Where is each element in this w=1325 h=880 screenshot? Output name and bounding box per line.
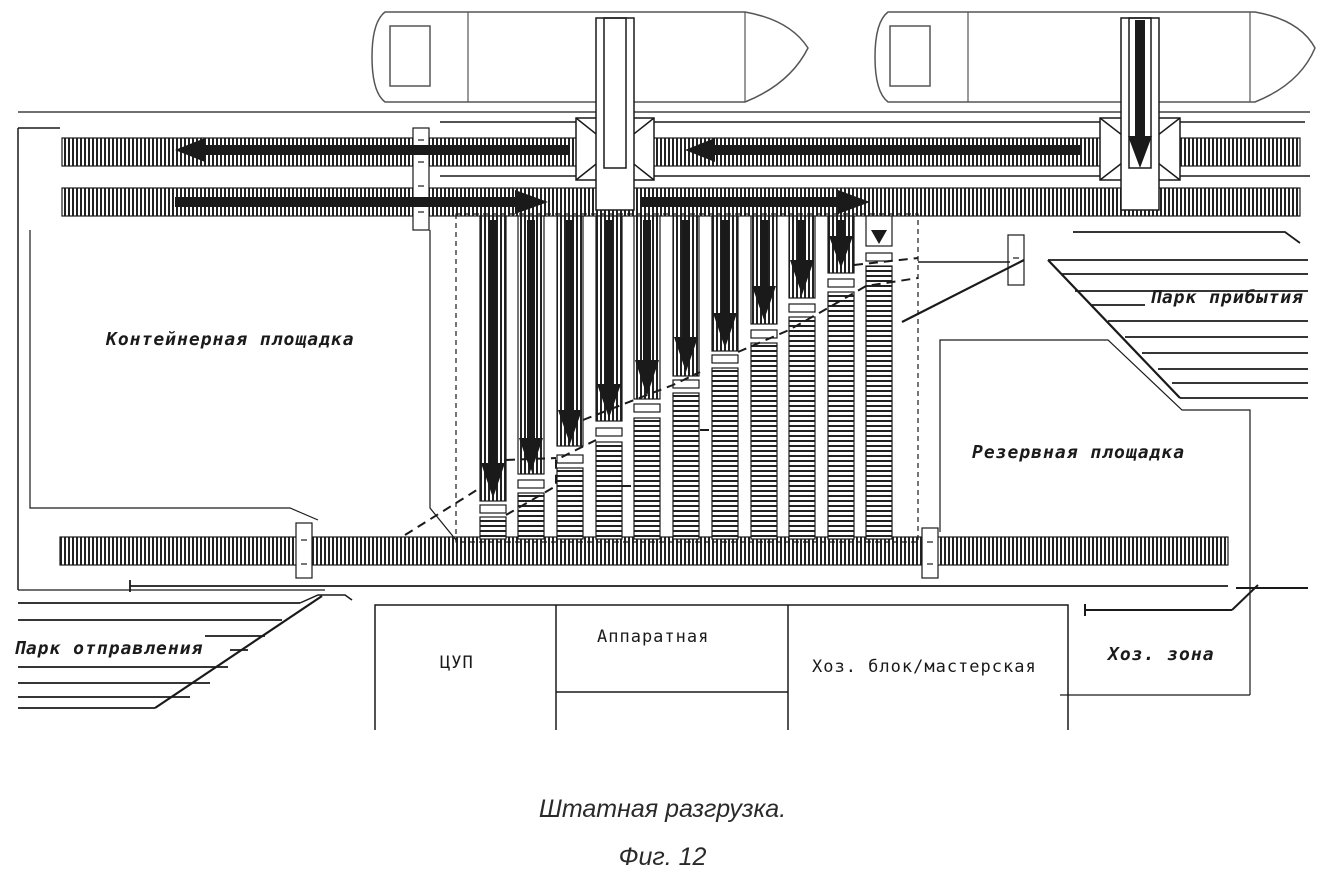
utility-zone-label: Хоз. зона <box>1106 644 1215 665</box>
departure-park-label: Парк отправления <box>14 638 203 659</box>
container-yard <box>405 214 918 542</box>
equipment-room-label: Аппаратная <box>597 627 709 647</box>
quay-flow-arrows <box>175 20 1152 214</box>
control-center-label: ЦУП <box>440 653 474 673</box>
reserve-area <box>940 340 1308 695</box>
ship-left <box>372 12 808 102</box>
figure-number: Фиг. 12 <box>0 843 1325 872</box>
figure-caption-title: Штатная разгрузка. <box>0 795 1325 824</box>
arrival-park <box>902 232 1308 398</box>
container-area-label: Контейнерная площадка <box>105 329 355 350</box>
crane-left <box>576 18 654 210</box>
quay-line <box>18 112 1310 590</box>
arrival-park-label: Парк прибытия <box>1150 287 1304 308</box>
ship-right <box>875 12 1315 102</box>
yard-rail-bottom <box>60 537 1228 565</box>
container-area <box>18 230 456 590</box>
utility-block-label: Хоз. блок/мастерская <box>812 657 1037 677</box>
reserve-area-label: Резервная площадка <box>972 442 1185 463</box>
